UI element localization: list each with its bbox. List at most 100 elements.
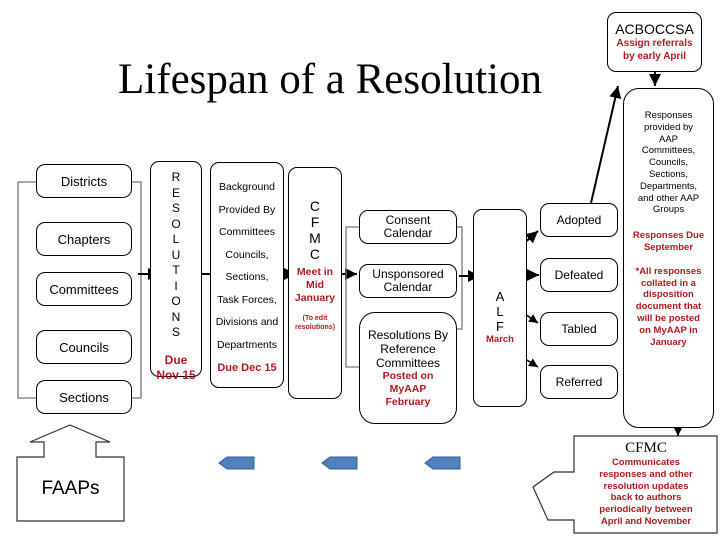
note-line: resolutions) [294,324,336,331]
line: back to authors [610,492,682,504]
letter: L [496,304,504,319]
letter: T [172,263,180,277]
source-bracket-right [131,181,142,399]
cfmc-meet-subnote: (To edit resolutions) [295,314,335,332]
line: and other AAP [637,192,700,204]
outcome-label: Tabled [561,321,597,336]
letter: S [171,201,180,215]
line: Responses Due [632,230,705,242]
line: Sections, [225,271,269,283]
line: Departments, [639,180,698,192]
line: AAP [658,133,678,145]
outcome-label: Adopted [556,212,602,227]
faaps-callout-shape [16,424,125,522]
blue-arrow-0-icon [218,456,255,470]
outcome-label: Referred [555,374,603,389]
line: Reference [380,341,436,356]
letter: O [171,216,181,231]
line: September [643,241,694,253]
due-line: Due [164,352,188,367]
outcome-defeated: Defeated [540,258,618,292]
line: responses and other [599,468,693,480]
note-line: January [294,292,336,304]
letter: C [309,246,321,262]
note-line: Meet in [296,266,334,278]
note-line: (To edit [302,315,328,322]
line: document that [635,301,702,313]
letter: M [309,230,321,246]
blue-arrow-2-icon [321,456,358,470]
line: Assign referrals [616,38,693,49]
source-label: Committees [49,281,119,297]
line: February [385,395,431,408]
line: Provided By [218,203,276,216]
alf-month: March [486,334,514,345]
outcome-adopted: Adopted [540,203,618,237]
line: collated in a [641,277,696,289]
line: Councils, [225,248,269,261]
line: Resolutions By [367,327,449,342]
letter: A [495,289,505,304]
outcome-tabled: Tabled [540,312,618,346]
line: Communicates [611,457,681,468]
line: Councils, [648,157,689,169]
line: Background [218,181,276,193]
acboccsa-title: ACBOCCSA [615,21,694,37]
calendar-bracket-left [345,226,362,368]
line: periodically between [599,504,693,516]
line: Consent [385,212,431,227]
line: MyAAP [389,382,427,395]
source-districts: Districts [36,164,132,198]
source-label: Districts [60,173,108,189]
source-label: Chapters [57,231,111,247]
line: resolution updates [603,480,689,492]
letter: L [172,232,180,246]
line: Unsponsored [372,266,444,281]
line: Departments [216,338,278,351]
source-label: Sections [59,389,109,405]
letter: U [171,247,181,262]
line: Calendar [383,226,433,240]
line: Sections, [648,168,689,180]
source-sections: Sections [36,380,132,414]
line: provided by [643,121,694,133]
line: will be posted [637,312,700,324]
note-line: Mid [305,279,325,291]
line: disposition [643,289,694,301]
letter: R [171,170,181,184]
faaps-label: FAAPs [41,478,100,499]
line: Committees [218,226,275,238]
letter: C [309,198,321,214]
line: Committees [375,355,440,370]
blue-arrow-3-icon [424,456,461,470]
cfmc-communicates-title: CFMC [625,440,667,456]
letter: S [171,325,180,339]
arrow-adopted-to-acboccsa [590,85,622,204]
source-chapters: Chapters [36,222,132,256]
due-line: Nov 15 [156,367,196,382]
line: Groups [652,204,685,216]
line: Responses [644,110,693,121]
background-due: Due Dec 15 [217,362,277,374]
line: *All responses [635,265,702,277]
calendar-bracket-right [456,226,463,330]
line: Divisions and [215,316,279,328]
